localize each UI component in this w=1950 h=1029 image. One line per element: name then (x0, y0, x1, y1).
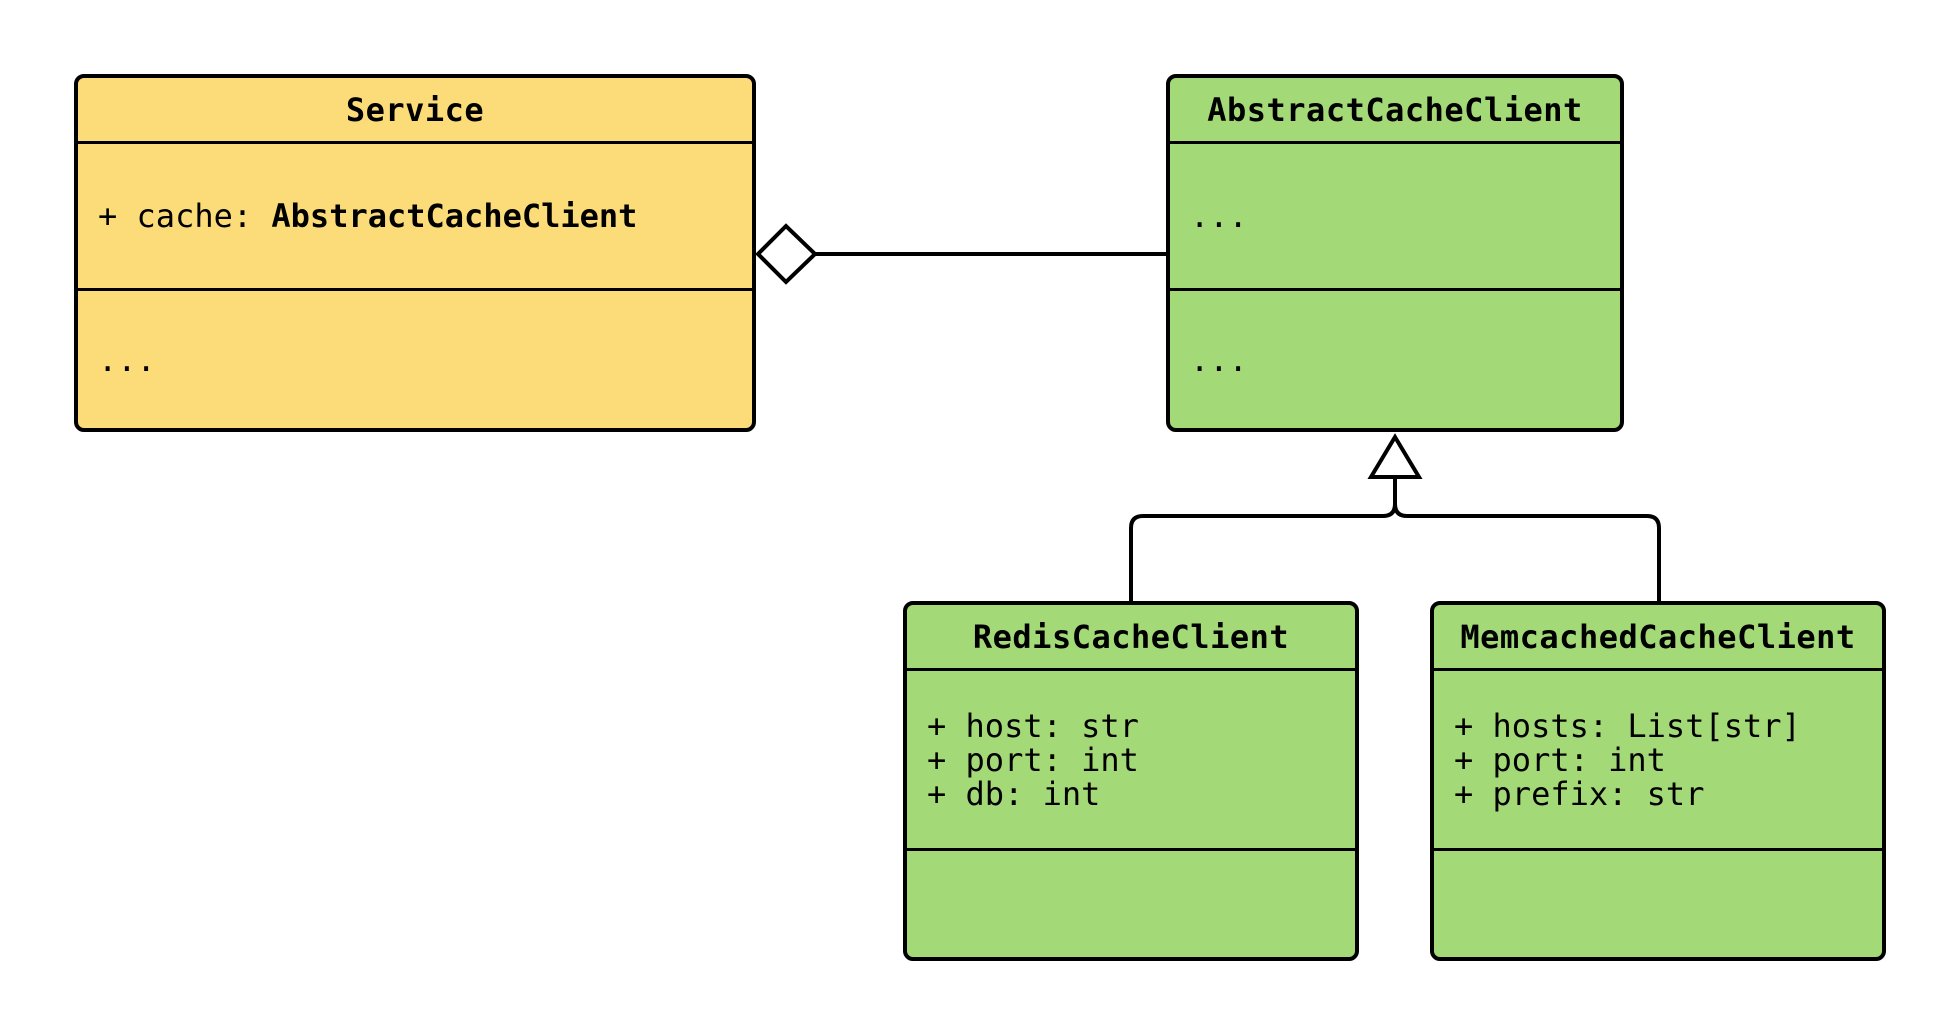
attribute-cache: + cache: AbstractCacheClient (98, 199, 752, 233)
attribute-cache-type: AbstractCacheClient (271, 197, 638, 235)
generalization-connector-memcached (1393, 477, 1661, 602)
attribute-cache-prefix: + cache: (98, 197, 272, 235)
generalization-connector-redis (1129, 477, 1397, 602)
class-redis-cache-client[interactable]: RedisCacheClient + host: str + port: int… (903, 601, 1359, 961)
class-redis-cache-client-name: RedisCacheClient (907, 605, 1355, 671)
generalization-triangle-icon (1367, 433, 1423, 479)
class-service[interactable]: Service + cache: AbstractCacheClient ... (74, 74, 756, 432)
attribute-host: + host: str (927, 706, 1139, 745)
class-redis-cache-client-attributes: + host: str + port: int + db: int (907, 671, 1355, 851)
class-abstract-cache-client-methods: ... (1190, 340, 1248, 379)
class-abstract-cache-client[interactable]: AbstractCacheClient ... ... (1166, 74, 1624, 432)
class-abstract-cache-client-name: AbstractCacheClient (1170, 78, 1620, 144)
class-memcached-cache-client-attributes: + hosts: List[str] + port: int + prefix:… (1434, 671, 1882, 851)
class-memcached-cache-client-methods (1434, 851, 1882, 957)
class-memcached-cache-client-name: MemcachedCacheClient (1434, 605, 1882, 671)
attribute-db: + db: int (927, 774, 1101, 813)
attribute-port: + port: int (927, 740, 1139, 779)
attribute-hosts: + hosts: List[str] (1454, 706, 1801, 745)
class-abstract-cache-client-attributes: ... (1170, 144, 1620, 291)
class-service-name: Service (78, 78, 752, 144)
aggregation-diamond-icon (755, 223, 818, 285)
attribute-prefix: + prefix: str (1454, 774, 1705, 813)
class-redis-cache-client-methods (907, 851, 1355, 957)
class-service-methods: ... (98, 340, 156, 379)
class-service-attributes: + cache: AbstractCacheClient (78, 144, 752, 291)
attribute-port: + port: int (1454, 740, 1666, 779)
class-memcached-cache-client[interactable]: MemcachedCacheClient + hosts: List[str] … (1430, 601, 1886, 961)
